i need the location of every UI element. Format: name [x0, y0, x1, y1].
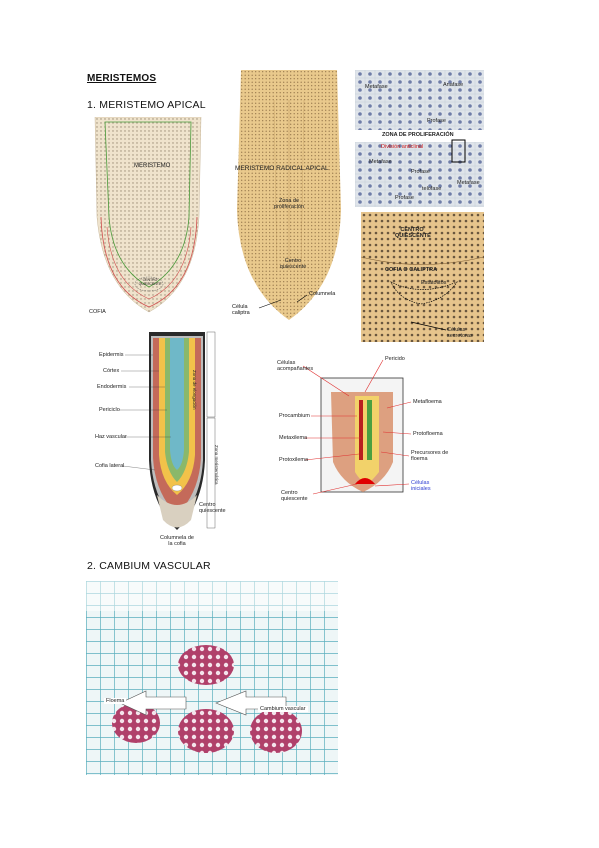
label-procambium: Procambium — [279, 413, 310, 419]
label-metaxilema: Metaxilema — [279, 435, 308, 441]
label-profase: Profase — [427, 118, 446, 124]
section-heading-cambium: 2. CAMBIUM VASCULAR — [87, 560, 211, 572]
label-metafase-2: Metafase — [369, 159, 392, 165]
label-centro-quiescente-5: Centro quiescente — [281, 490, 308, 502]
label-floema: Floema — [104, 698, 127, 704]
vascular-diagram-figure: Pericido Células acompañantes Metafloema… — [275, 352, 460, 512]
label-cofia-caliptra: COFIA O CALIPTRA — [385, 267, 438, 273]
label-zona-meristematica: Zona meristemática — [214, 445, 219, 485]
label-cofia-lateral: Cofia lateral — [95, 463, 125, 469]
label-periciclo: Periciclo — [99, 407, 120, 413]
label-metafase: Metafase — [365, 84, 388, 90]
label-protoxilema: Protoxilema — [279, 457, 309, 463]
label-cambium-vascular: Cambium vascular — [258, 706, 308, 712]
label-meristemo-radical: MERISTEMO RADICAL APICAL — [235, 165, 329, 172]
label-centro-quiescente: CENTRO QUIESCENTE — [138, 278, 162, 286]
mitosis-figure: Metafase Anafase Profase ZONA DE PROLIFE… — [355, 70, 484, 207]
label-columnela: Columnela — [309, 291, 336, 297]
label-epidermis: Epidermis — [99, 352, 124, 358]
label-celulas-iniciales: Células iniciales — [411, 480, 431, 492]
label-meristemo: MERISTEMO — [134, 163, 171, 169]
label-division-anticlinal: División anticlinal — [381, 144, 424, 150]
label-centro-quiescente-3: CENTRO QUIESCENTE — [395, 227, 431, 239]
label-pericido: Pericido — [385, 356, 405, 362]
root-tip-figure: MERISTEMO CENTRO QUIESCENTE COFIA — [87, 117, 209, 327]
label-metafase-3: Metafase — [457, 180, 480, 186]
label-telofase: telofase — [422, 186, 442, 192]
label-centro-quiescente-4: Centro quiescente — [199, 502, 226, 514]
label-zona-proliferacion-2: ZONA DE PROLIFERACIÓN — [382, 132, 454, 138]
cambium-micrograph: Floema Cambium vascular — [86, 581, 338, 775]
label-celulas-acompanantes: Células acompañantes — [277, 360, 314, 372]
label-centro-quiescente-2: Centro quiescente — [279, 258, 307, 270]
label-cortex: Córtex — [103, 368, 120, 374]
root-zones-figure: Epidermis Córtex Endodermis Periciclo Ha… — [87, 330, 227, 550]
label-profase-2: Profase — [411, 169, 430, 175]
label-profase-3: Profase — [395, 195, 414, 201]
label-zona-elongacion: Zona de elongación — [192, 370, 197, 410]
root-apical-figure: MERISTEMO RADICAL APICAL Zona de prolife… — [219, 70, 354, 328]
quiescent-center-figure: CENTRO QUIESCENTE COFIA O CALIPTRA Estat… — [361, 212, 484, 342]
label-estatolitos: Estatolitos — [421, 280, 447, 286]
label-anafase: Anafase — [443, 82, 464, 88]
label-zona-proliferacion: Zona de proliferación — [274, 198, 304, 210]
page-title: MERISTEMOS — [87, 73, 157, 84]
label-protofloema: Protofloema — [413, 431, 443, 437]
label-haz-vascular: Haz vascular — [95, 434, 127, 440]
label-precursores-floema: Precursores de floema — [411, 450, 449, 462]
label-celulas-secretoras: Células secretoras — [447, 327, 473, 339]
section-heading-apical: 1. MERISTEMO APICAL — [87, 99, 206, 111]
label-celula-caliptra: Célula caliptra — [232, 304, 250, 316]
label-endodermis: Endodermis — [97, 384, 127, 390]
label-columnela-cofia: Columnela de la cofia — [160, 535, 194, 547]
label-cofia: COFIA — [89, 309, 106, 315]
label-metafloema: Metafloema — [413, 399, 442, 405]
